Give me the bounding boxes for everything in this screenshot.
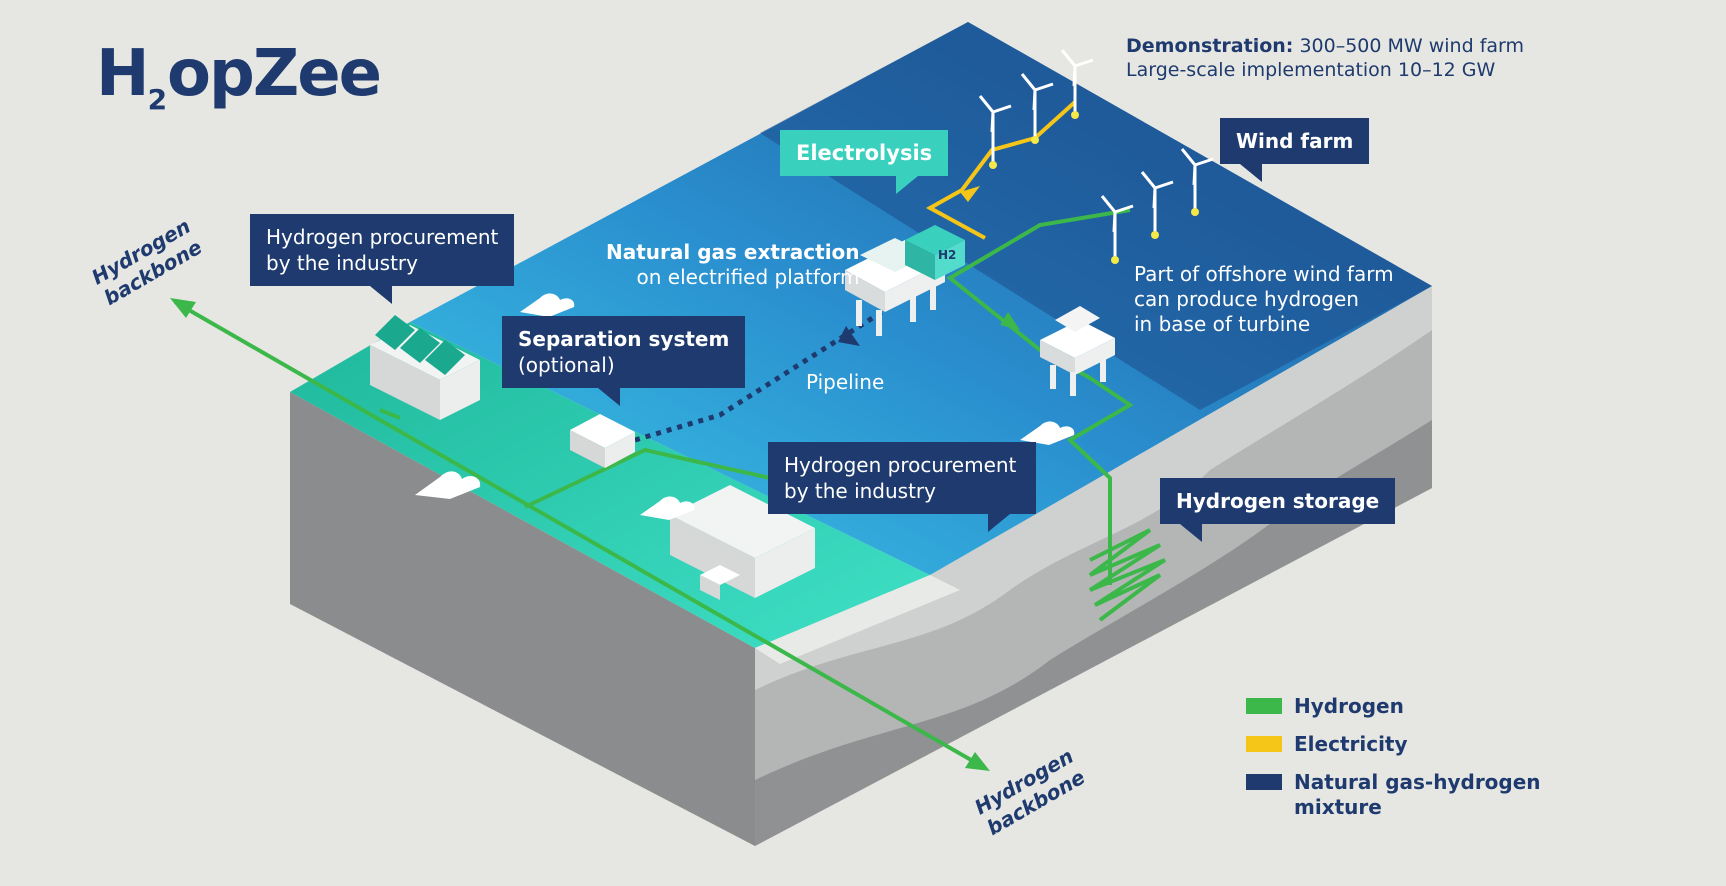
procurement-bottom-callout: Hydrogen procurement by the industry: [768, 442, 1036, 532]
seabed-strata-dark: [755, 420, 1432, 846]
h2opzee-logo: H2opZee: [96, 42, 382, 114]
gas-extraction-title: Natural gas extraction: [606, 240, 860, 264]
shore-strip: [755, 575, 960, 664]
demo-label: Demonstration:: [1126, 35, 1294, 57]
wind-farm-label: Wind farm: [1236, 129, 1354, 153]
offshore-platform: [1040, 306, 1115, 396]
legend-label-hydrogen: Hydrogen: [1294, 694, 1404, 718]
legend-label-electricity: Electricity: [1294, 732, 1408, 756]
offshore-line1: Part of offshore wind farm: [1134, 262, 1394, 286]
procurement-top-callout: Hydrogen procurement by the industry: [250, 214, 515, 304]
electrolysis-callout: Electrolysis: [780, 130, 949, 194]
wind-farm-callout: Wind farm: [1220, 118, 1370, 182]
hydrogen-line-offshore: [946, 208, 1134, 585]
legend-swatch-electricity: [1246, 736, 1282, 752]
offshore-line2: can produce hydrogen: [1134, 287, 1359, 311]
logo-subscript: 2: [147, 83, 168, 116]
legend-swatch-gas-mixture: [1246, 774, 1282, 790]
hydrogen-backbone-line: [174, 300, 986, 770]
pipeline-label: Pipeline: [806, 370, 885, 394]
backbone-arrow-left: [170, 298, 196, 318]
procurement-top-line1: Hydrogen procurement: [266, 225, 499, 249]
hydrogen-line-land: [524, 447, 771, 509]
block-left-face: [290, 392, 755, 846]
legend-label-gas-mixture: Natural gas-hydrogen mixture: [1294, 770, 1541, 819]
h2-tag: H2: [938, 248, 957, 262]
legend-swatch-hydrogen: [1246, 698, 1282, 714]
separation-title: Separation system: [518, 327, 730, 351]
factory-bottom: [670, 485, 815, 600]
separation-building: [570, 414, 635, 468]
turbine-bases: [989, 111, 1199, 264]
electricity-line: [925, 100, 1077, 240]
gas-extraction-sub: on electrified platform: [636, 265, 860, 289]
factory-top: [370, 315, 480, 420]
demo-value: 300–500 MW wind farm: [1299, 35, 1525, 57]
electrolysis-module: [905, 225, 965, 280]
pipeline-dotted: [634, 307, 887, 443]
logo-part1: H: [96, 37, 150, 111]
hydrogen-storage-hatch: [1088, 528, 1167, 622]
electricity-arrow: [960, 186, 980, 202]
electrolysis-label: Electrolysis: [796, 141, 933, 165]
procurement-bottom-line1: Hydrogen procurement: [784, 453, 1017, 477]
offshore-hydrogen-note: Part of offshore wind farm can produce h…: [1134, 262, 1394, 337]
hydrogen-line-to-backbone: [379, 408, 401, 420]
separation-callout: Separation system (optional): [502, 316, 746, 406]
logo-part2: opZee: [167, 37, 382, 111]
capacity-info: Demonstration: 300–500 MW wind farm Larg…: [1126, 34, 1524, 82]
hydrogen-storage-callout: Hydrogen storage: [1160, 478, 1396, 542]
wind-turbines: [978, 49, 1214, 260]
backbone-arrow-right: [965, 752, 990, 771]
clouds: [415, 293, 1075, 520]
legend-item-hydrogen: Hydrogen: [1246, 694, 1554, 719]
procurement-top-line2: by the industry: [266, 251, 418, 275]
legend: Hydrogen Electricity Natural gas-hydroge…: [1246, 694, 1554, 833]
separation-sub: (optional): [518, 353, 615, 377]
pipeline-arrow: [838, 326, 860, 346]
hydrogen-arrow-platform: [1000, 312, 1020, 330]
procurement-bottom-line2: by the industry: [784, 479, 936, 503]
gas-extraction-label: Natural gas extraction on electrified pl…: [606, 240, 860, 290]
large-scale-text: Large-scale implementation 10–12 GW: [1126, 59, 1496, 81]
legend-item-electricity: Electricity: [1246, 732, 1554, 757]
legend-item-gas-mixture: Natural gas-hydrogen mixture: [1246, 770, 1554, 820]
offshore-line3: in base of turbine: [1134, 312, 1311, 336]
hydrogen-storage-label: Hydrogen storage: [1176, 489, 1380, 513]
